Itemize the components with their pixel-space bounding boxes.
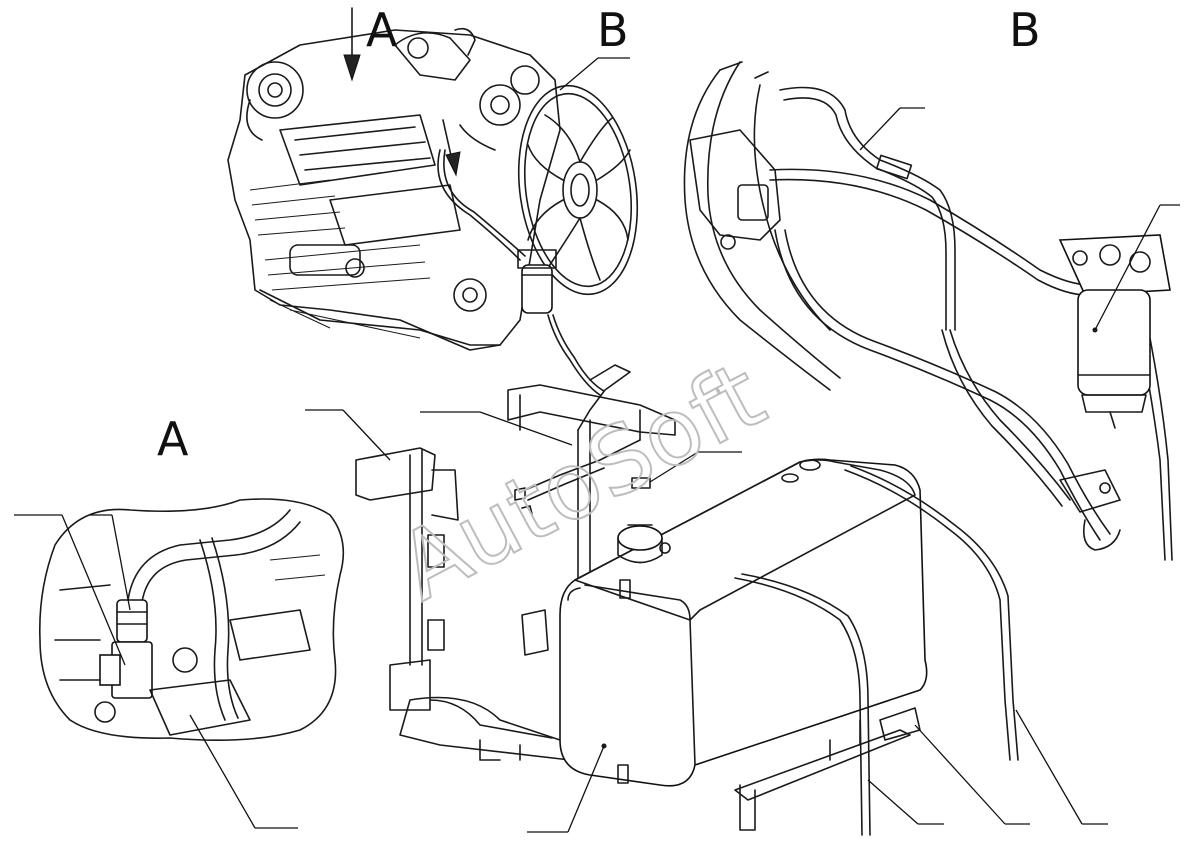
- detail-b-view: [683, 61, 1180, 561]
- tank-frame: [355, 364, 921, 831]
- cooling-fan: [517, 84, 639, 296]
- engine-fuel-filter: [517, 249, 605, 396]
- detail-a-view: [14, 498, 345, 829]
- view-b-engine-label: B: [597, 3, 629, 57]
- engine-assembly: [227, 7, 561, 351]
- fuel-tank: [559, 458, 1019, 836]
- leader-lines: [305, 409, 1108, 833]
- view-b-detail-label: B: [1009, 3, 1041, 57]
- view-a-detail-label: A: [157, 412, 189, 466]
- view-a-engine-label: A: [366, 3, 398, 57]
